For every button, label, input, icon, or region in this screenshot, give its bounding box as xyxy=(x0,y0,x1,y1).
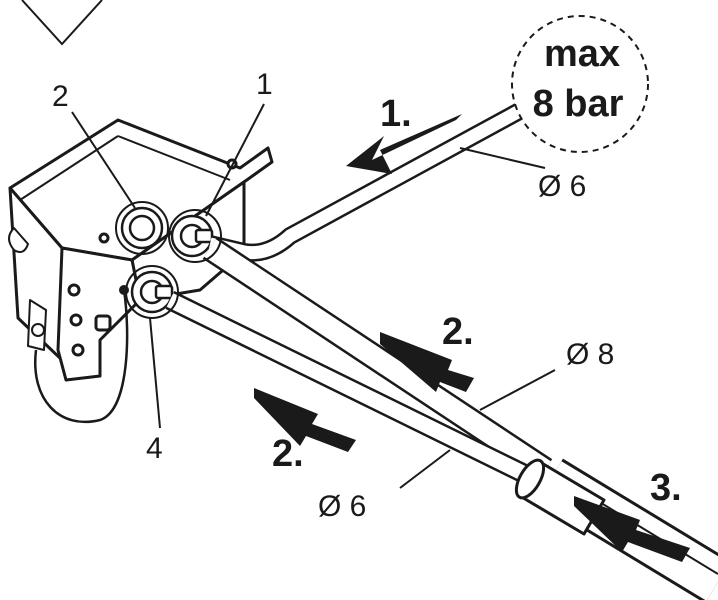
leader-lines xyxy=(71,103,556,489)
diameter-label-mid: Ø 8 xyxy=(566,338,614,371)
step-label-3: 3. xyxy=(650,467,682,509)
hose-mid-inner xyxy=(204,239,551,479)
ground-wire xyxy=(33,289,129,424)
arrow-step-1 xyxy=(346,114,462,174)
highlight-circle-1 xyxy=(168,209,222,263)
fitting-port-2 xyxy=(120,206,164,250)
hose-top-inner xyxy=(208,102,529,260)
valve-housing xyxy=(8,118,274,382)
step-label-1: 1. xyxy=(380,93,412,135)
arrow-step-2-upper xyxy=(380,332,474,392)
pressure-badge-circle xyxy=(511,15,649,153)
step-label-2-upper: 2. xyxy=(442,311,474,353)
pressure-badge-line2: 8 bar xyxy=(533,83,624,125)
highlight-circle-2 xyxy=(115,201,169,255)
fitting-port-4 xyxy=(130,270,174,314)
callout-4: 4 xyxy=(146,432,163,465)
protective-sleeve xyxy=(514,458,606,536)
warning-triangle-icon xyxy=(21,0,103,46)
arrow-step-2-lower xyxy=(254,388,356,452)
diameter-label-top: Ø 6 xyxy=(538,170,586,203)
highlight-circle-4 xyxy=(125,265,179,319)
arrow-step-3 xyxy=(574,496,690,562)
step-label-2-lower: 2. xyxy=(272,433,304,475)
diameter-label-bottom: Ø 6 xyxy=(318,490,366,523)
fitting-port-1 xyxy=(170,214,214,258)
callout-1: 1 xyxy=(256,68,273,101)
callout-2: 2 xyxy=(52,80,69,113)
pressure-badge-line1: max xyxy=(544,33,620,75)
hose-bottom-inner xyxy=(166,293,549,491)
